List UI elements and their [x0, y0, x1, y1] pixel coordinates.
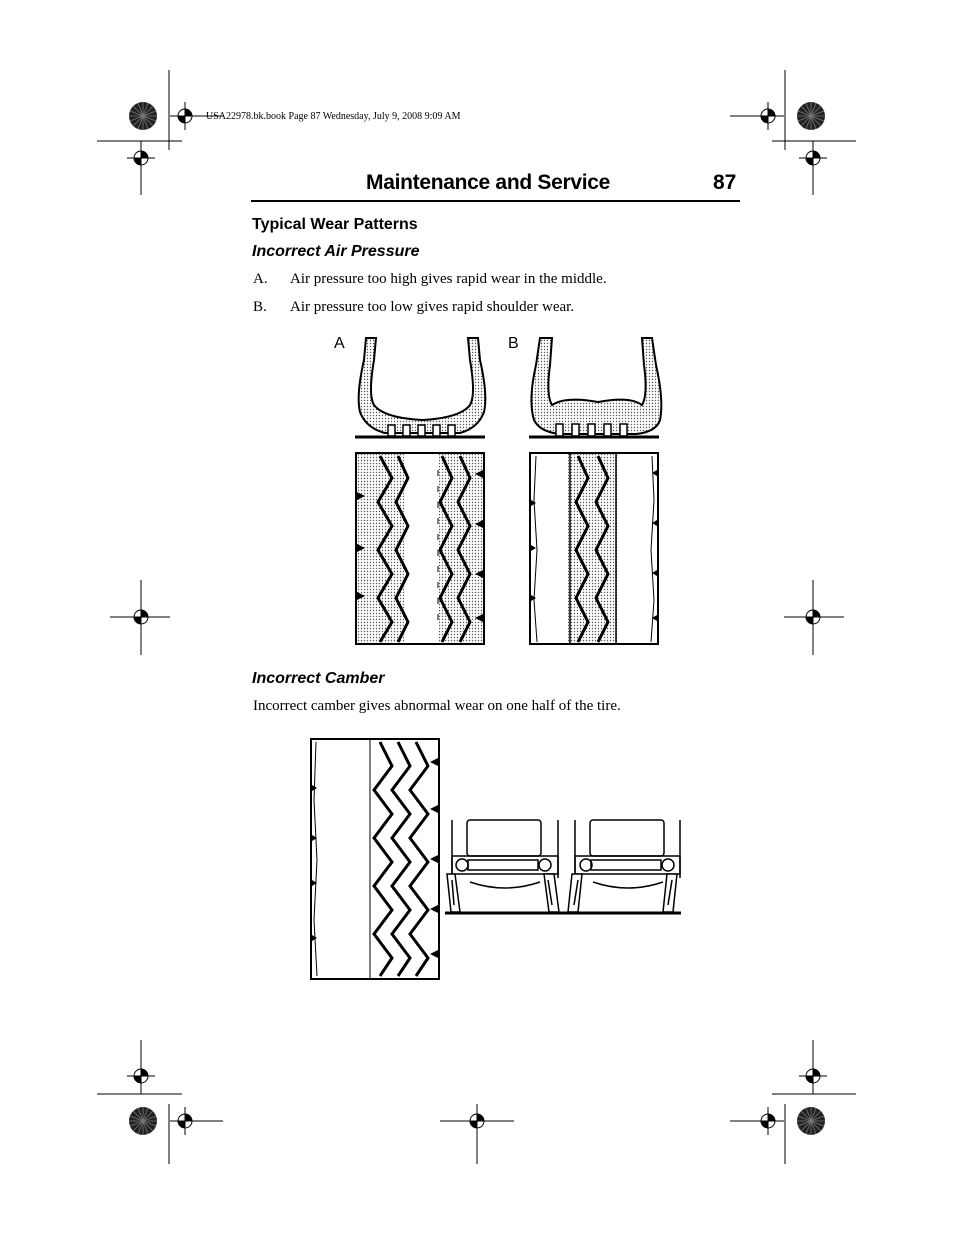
vehicle-front-view-2 — [567, 819, 681, 913]
tire-cross-section-b — [529, 337, 663, 439]
figure-label-a: A — [334, 335, 345, 352]
print-slug: USA22978.bk.book Page 87 Wednesday, July… — [206, 111, 461, 122]
list-item-text: Air pressure too low gives rapid shoulde… — [290, 299, 575, 315]
list-item-text: Air pressure too high gives rapid wear i… — [290, 271, 607, 287]
vehicle-front-view-1 — [446, 819, 560, 913]
tire-cross-section-a — [355, 337, 487, 439]
list-item-letter: B. — [253, 299, 267, 315]
subheading-air-pressure: Incorrect Air Pressure — [252, 243, 420, 260]
camber-description: Incorrect camber gives abnormal wear on … — [253, 698, 621, 714]
figure-label-b: B — [508, 335, 519, 352]
page-header-title: Maintenance and Service — [366, 171, 611, 194]
list-item-letter: A. — [253, 271, 268, 287]
tread-pattern-b — [529, 452, 659, 645]
section-title: Typical Wear Patterns — [252, 216, 418, 233]
header-rule — [251, 200, 740, 202]
tread-pattern-camber — [310, 738, 440, 980]
tread-pattern-a — [355, 452, 485, 645]
page-number: 87 — [713, 171, 737, 194]
subheading-camber: Incorrect Camber — [252, 670, 385, 687]
